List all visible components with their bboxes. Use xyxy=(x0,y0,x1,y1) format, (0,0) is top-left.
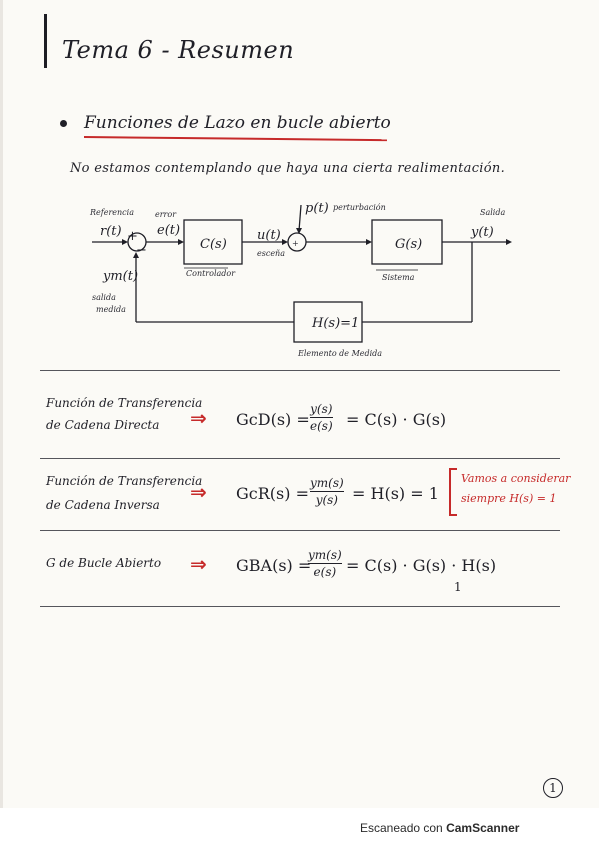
label-u-caption: esceña xyxy=(257,249,285,258)
eq-lhs: GcD(s) = xyxy=(236,410,310,429)
divider-4 xyxy=(40,606,560,607)
sum2-plus: + xyxy=(292,239,299,248)
eq-numerator: y(s) xyxy=(310,402,333,416)
title-bar xyxy=(44,14,47,68)
eq-name-line1: Función de Transferencia xyxy=(46,396,203,410)
sum1-minus: − xyxy=(136,243,147,258)
controller-label: C(s) xyxy=(200,237,227,252)
feedback-block-label: H(s)=1 xyxy=(311,316,359,331)
block-diagram: + − C(s) Controlador + G(s) Sistema H(s)… xyxy=(89,201,512,358)
eq-denominator: e(s) xyxy=(313,565,337,579)
note-bracket xyxy=(449,468,457,516)
eq-name-line2: de Cadena Directa xyxy=(46,418,160,432)
equation-inverse: Función de Transferencia de Cadena Inver… xyxy=(46,470,566,530)
eq-fraction: ym(s) y(s) xyxy=(310,476,344,507)
page-number: 1 xyxy=(543,778,563,798)
red-arrow-icon: ⇒ xyxy=(190,406,207,430)
eq-fraction: y(s) e(s) xyxy=(310,402,333,433)
eq-denominator: e(s) xyxy=(310,419,333,433)
scanned-page: Tema 6 - Resumen Funciones de Lazo en bu… xyxy=(0,0,589,808)
page-edge xyxy=(0,0,3,808)
eq-rhs: = C(s) · G(s) xyxy=(346,410,447,429)
eq-numerator: ym(s) xyxy=(310,476,344,490)
label-perturbacion: perturbación xyxy=(333,203,386,212)
eq-rhs: = C(s) · G(s) · H(s) xyxy=(346,556,497,575)
eq-rhs-note: 1 xyxy=(454,580,462,594)
note-line-1: Vamos a considerar xyxy=(461,472,571,485)
label-salida-medida-2: medida xyxy=(96,305,126,314)
intro-text: No estamos contemplando que haya una cie… xyxy=(70,161,506,176)
eq-lhs: GcR(s) = xyxy=(236,484,309,503)
heading-underline xyxy=(83,136,387,142)
label-y: y(t) xyxy=(470,225,494,240)
label-e: e(t) xyxy=(157,223,180,238)
feedback-caption: Elemento de Medida xyxy=(297,349,382,358)
footer-brand: CamScanner xyxy=(446,821,520,835)
equation-direct: Función de Transferencia de Cadena Direc… xyxy=(46,392,566,452)
footer-prefix: Escaneado con xyxy=(360,821,447,835)
eq-name-line1: Función de Transferencia xyxy=(46,474,203,488)
divider-2 xyxy=(40,458,560,459)
page-title: Tema 6 - Resumen xyxy=(62,36,295,64)
note-box: Vamos a considerar siempre H(s) = 1 xyxy=(449,466,589,516)
plant-label: G(s) xyxy=(395,237,422,252)
eq-lhs: GBA(s) = xyxy=(236,556,312,575)
note-line-2: siempre H(s) = 1 xyxy=(461,492,557,505)
divider-1 xyxy=(40,370,560,371)
eq-fraction: ym(s) e(s) xyxy=(308,548,342,579)
red-arrow-icon: ⇒ xyxy=(190,552,207,576)
eq-denominator: y(s) xyxy=(315,493,338,507)
bullet-icon xyxy=(60,120,67,127)
label-referencia: Referencia xyxy=(89,208,134,217)
label-salida-medida-1: salida xyxy=(92,293,116,302)
label-p: p(t) xyxy=(305,201,329,216)
divider-3 xyxy=(40,530,560,531)
eq-rhs: = H(s) = 1 xyxy=(352,484,439,503)
scanner-footer: Escaneado con CamScanner xyxy=(0,808,599,848)
equation-open-loop: G de Bucle Abierto ⇒ GBA(s) = ym(s) e(s)… xyxy=(46,546,566,606)
footer-text: Escaneado con CamScanner xyxy=(360,821,519,835)
eq-numerator: ym(s) xyxy=(308,548,342,562)
label-r: r(t) xyxy=(100,224,122,239)
section-heading: Funciones de Lazo en bucle abierto xyxy=(84,113,391,133)
label-u: u(t) xyxy=(257,228,281,243)
eq-name-line2: de Cadena Inversa xyxy=(46,498,160,512)
controller-caption: Controlador xyxy=(186,269,236,278)
label-salida: Salida xyxy=(480,208,505,217)
red-arrow-icon: ⇒ xyxy=(190,480,207,504)
sum1-plus: + xyxy=(127,229,138,244)
label-ym: ym(t) xyxy=(102,269,138,284)
plant-caption: Sistema xyxy=(382,273,415,282)
label-error: error xyxy=(155,210,177,219)
eq-name-line1: G de Bucle Abierto xyxy=(46,556,162,570)
